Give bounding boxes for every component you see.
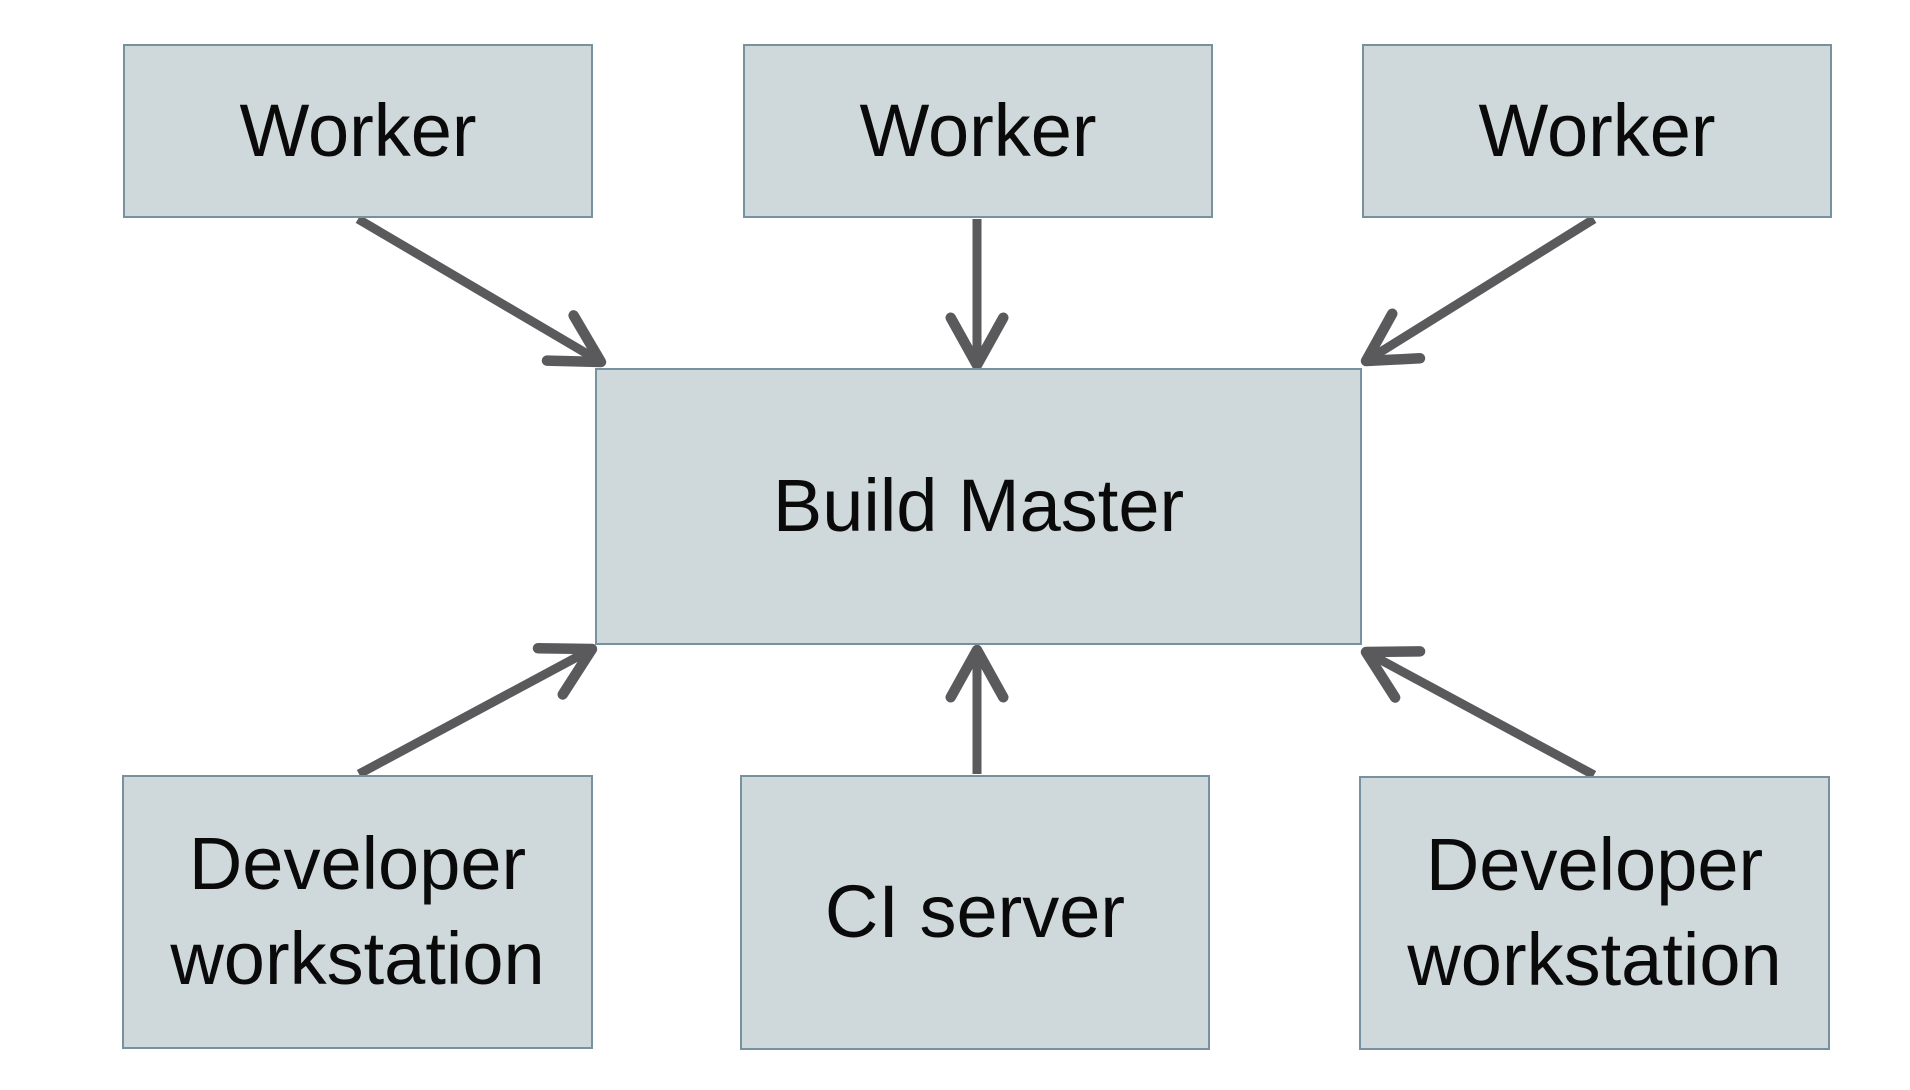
arrow-worker-1-to-build-master [355,215,607,368]
arrow-worker-3-to-build-master [1360,215,1597,367]
node-build-master: Build Master [595,368,1362,645]
node-developer-workstation-right: Developer workstation [1359,776,1830,1050]
node-worker-3: Worker [1362,44,1832,218]
arrow-dev-workstation-right-to-build-master [1360,646,1597,779]
node-worker-2-label: Worker [859,88,1097,172]
node-worker-2: Worker [743,44,1213,218]
node-ci-server: CI server [740,775,1210,1050]
node-build-master-label: Build Master [772,464,1185,548]
node-worker-3-label: Worker [1478,88,1716,172]
node-developer-workstation-left: Developer workstation [122,775,593,1049]
node-worker-1-label: Worker [239,88,477,172]
node-worker-1: Worker [123,44,593,218]
node-ci-server-label: CI server [824,870,1126,954]
arrow-dev-workstation-left-to-build-master [356,642,598,778]
node-developer-workstation-left-label: Developer workstation [170,822,545,1000]
node-developer-workstation-right-label: Developer workstation [1407,823,1782,1001]
